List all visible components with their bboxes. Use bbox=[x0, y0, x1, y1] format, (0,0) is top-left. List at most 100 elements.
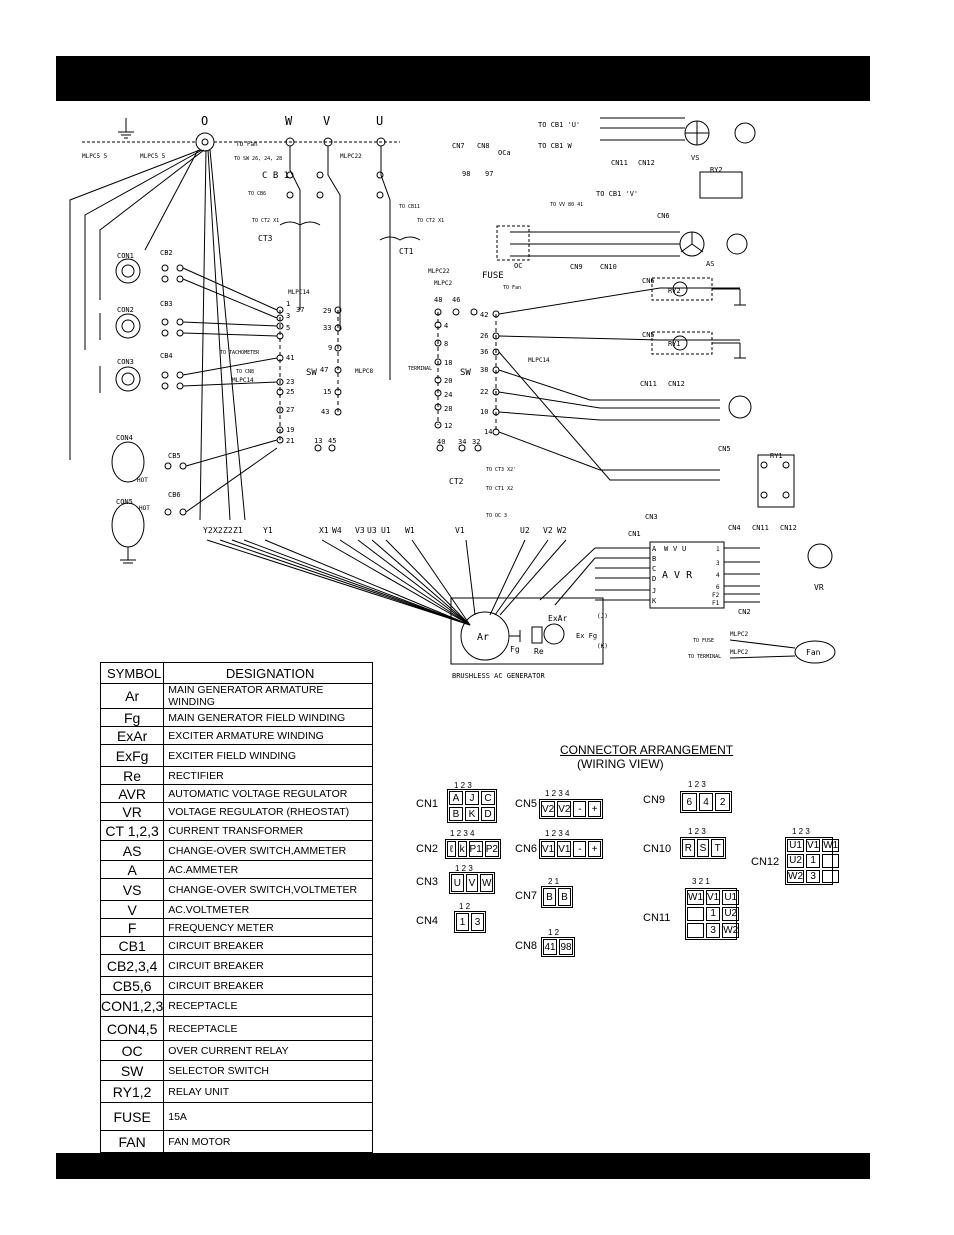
schematic-label: K bbox=[652, 597, 657, 605]
cn12-label: CN12 bbox=[751, 856, 780, 868]
connector-pin: U2 bbox=[722, 906, 740, 922]
schematic-label: 25 bbox=[286, 388, 294, 396]
connector-pin: V1 bbox=[706, 890, 721, 905]
schematic-label: Y2 bbox=[203, 526, 213, 535]
legend-designation: CIRCUIT BREAKER bbox=[163, 976, 373, 995]
schematic-label: RY2 bbox=[710, 166, 723, 174]
schematic-label: 23 bbox=[286, 378, 294, 386]
schematic-label: W1 bbox=[405, 526, 415, 535]
connector-pin: V1 bbox=[557, 841, 572, 857]
schematic-label: Fg bbox=[510, 645, 520, 654]
cn2-pins: 1 2 3 4 bbox=[450, 829, 475, 838]
connector-pin: V1 bbox=[541, 841, 556, 857]
schematic-label: 47 bbox=[320, 366, 328, 374]
legend-designation: CIRCUIT BREAKER bbox=[163, 936, 373, 955]
cn9-pins: 1 2 3 bbox=[688, 780, 706, 789]
schematic-label: V bbox=[673, 545, 678, 553]
schematic-label: MLPC14 bbox=[288, 289, 310, 296]
schematic-label: CN12 bbox=[668, 380, 685, 388]
legend-designation: CURRENT TRANSFORMER bbox=[163, 820, 373, 841]
schematic-label: V1 bbox=[455, 526, 465, 535]
schematic-label: CN5 bbox=[718, 445, 731, 453]
schematic-label: 18 bbox=[444, 359, 452, 367]
connector-pin: B bbox=[449, 807, 463, 821]
connector-pin: C bbox=[481, 791, 495, 805]
schematic-label: 21 bbox=[286, 437, 294, 445]
connector-pin: W bbox=[480, 874, 493, 892]
schematic-label: RY1 bbox=[668, 340, 681, 348]
schematic-label: VS bbox=[691, 154, 699, 162]
legend-designation: 15A bbox=[163, 1102, 373, 1131]
legend-designation: RECEPTACLE bbox=[163, 994, 373, 1017]
schematic-label: Z2 bbox=[223, 526, 233, 535]
cn10-pins: 1 2 3 bbox=[688, 827, 706, 836]
schematic-label: 40 bbox=[437, 438, 445, 446]
schematic-label: CB5 bbox=[168, 452, 181, 460]
schematic-label: MLPC2 bbox=[730, 649, 748, 656]
schematic-label: OCa bbox=[498, 149, 511, 157]
connector-pin: - bbox=[573, 801, 587, 817]
connector-pin bbox=[822, 854, 840, 868]
schematic-label: TO CT1 X2 bbox=[486, 486, 513, 492]
schematic-label: 28 bbox=[444, 405, 452, 413]
schematic-label: CN3 bbox=[645, 513, 658, 521]
schematic-label: RY1 bbox=[770, 452, 783, 460]
schematic-label: 22 bbox=[480, 388, 488, 396]
schematic-label: 14 bbox=[484, 428, 492, 436]
schematic-label: B bbox=[652, 555, 656, 563]
schematic-label: BRUSHLESS AC GENERATOR bbox=[452, 672, 546, 680]
connector-title: CONNECTOR ARRANGEMENT bbox=[560, 743, 734, 757]
schematic-label: CN12 bbox=[780, 524, 797, 532]
connector-pin: U2 bbox=[787, 854, 804, 868]
cn7-label: CN7 bbox=[515, 890, 538, 902]
connector-pin: + bbox=[588, 841, 601, 857]
schematic-label: CN4 bbox=[728, 524, 741, 532]
connector-pin: V bbox=[465, 874, 479, 892]
legend-symbol: AVR bbox=[99, 784, 165, 803]
schematic-label: Z1 bbox=[233, 526, 243, 535]
schematic-label: 41 bbox=[286, 354, 294, 362]
legend-symbol: A bbox=[99, 860, 165, 879]
schematic-label: 1 bbox=[286, 300, 290, 308]
connector-pin: U1 bbox=[787, 839, 804, 853]
connector-pin: 4 bbox=[698, 793, 714, 811]
schematic-label: 1 bbox=[716, 546, 720, 553]
legend-symbol: Ar bbox=[99, 683, 165, 709]
connector-pin: B bbox=[543, 888, 556, 906]
legend-designation: EXCITER FIELD WINDING bbox=[163, 744, 373, 767]
schematic-label: 36 bbox=[480, 348, 488, 356]
schematic-label: 4 bbox=[444, 322, 448, 330]
schematic-label: CON3 bbox=[117, 358, 134, 366]
schematic-label: 45 bbox=[328, 437, 336, 445]
schematic-label: MLPC8 bbox=[355, 368, 373, 375]
cn10-label: CN10 bbox=[643, 843, 672, 855]
connector-pin: W2 bbox=[787, 869, 804, 883]
connector-subtitle: (WIRING VIEW) bbox=[577, 757, 664, 771]
schematic-label: CT1 bbox=[399, 247, 414, 256]
schematic-label: O bbox=[201, 114, 208, 128]
legend-designation: MAIN GENERATOR FIELD WINDING bbox=[163, 708, 373, 727]
cn8-pins: 1 2 bbox=[548, 928, 560, 937]
schematic-label: TO TERMINAL bbox=[688, 654, 721, 660]
schematic-label: F2 bbox=[712, 592, 720, 599]
schematic-label: 3 bbox=[716, 560, 720, 567]
schematic-label: 13 bbox=[314, 437, 322, 445]
schematic-label: AS bbox=[706, 260, 714, 268]
schematic-label: 97 bbox=[485, 170, 493, 178]
schematic-label: TO Fan bbox=[236, 141, 258, 148]
schematic-label: TO CT2 X1 bbox=[252, 218, 279, 224]
schematic-label: CT3 bbox=[258, 234, 273, 243]
schematic-label: 48 bbox=[434, 296, 442, 304]
